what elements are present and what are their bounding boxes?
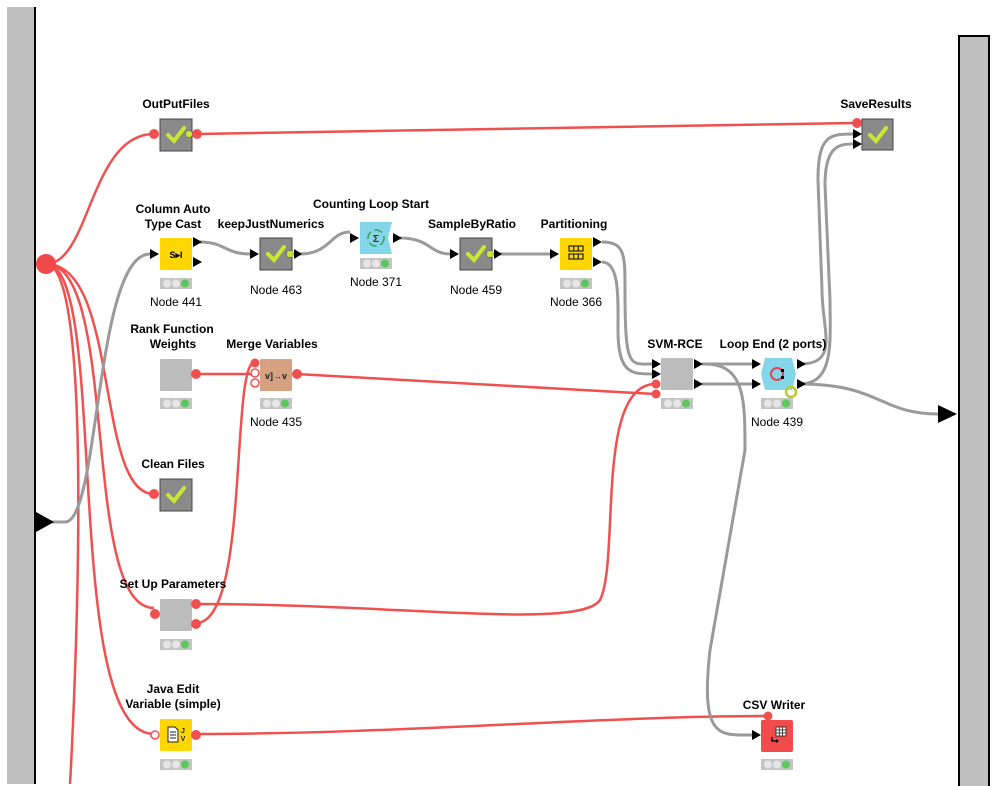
check-icon — [266, 245, 286, 264]
node-clean-files[interactable] — [149, 478, 193, 512]
node-keepjustnumerics[interactable] — [250, 237, 302, 271]
node-label-column-auto-type-cast-1: Column Auto — [135, 202, 211, 216]
conn-cls-sbr[interactable] — [399, 236, 451, 256]
node-label-svm-rce: SVM-RCE — [647, 337, 703, 351]
node-id-439: Node 439 — [750, 415, 804, 429]
loop-end-icon — [770, 367, 784, 381]
node-outputfiles[interactable] — [149, 118, 202, 152]
conn-catc-kjn[interactable] — [199, 240, 251, 256]
merge-variables-icon: v]→v — [265, 371, 287, 381]
metanode-input-bar — [7, 7, 36, 784]
node-samplebyratio[interactable] — [450, 237, 502, 271]
grid-icon — [568, 245, 584, 260]
type-cast-icon: S▸I — [169, 250, 182, 260]
node-label-column-auto-type-cast-2: Type Cast — [144, 217, 202, 231]
table-write-icon — [771, 726, 787, 743]
conn-svm-csv[interactable] — [704, 362, 753, 737]
node-column-auto-type-cast[interactable]: S▸I — [150, 237, 202, 289]
node-set-up-parameters[interactable] — [150, 599, 201, 650]
conn-part-svm-1[interactable] — [601, 240, 653, 366]
check-icon — [166, 486, 186, 505]
node-counting-loop-start[interactable]: Σ — [350, 222, 402, 269]
node-csv-writer[interactable] — [752, 711, 793, 771]
conn-le-out[interactable] — [799, 382, 939, 416]
node-label-set-up-parameters: Set Up Parameters — [119, 577, 227, 591]
svg-text:J: J — [181, 728, 185, 735]
conn-kjn-cls[interactable] — [299, 230, 351, 256]
node-loop-end[interactable] — [752, 358, 806, 409]
node-saveresults[interactable] — [852, 118, 894, 151]
status-traffic-light — [160, 278, 192, 289]
node-id-371: Node 371 — [349, 275, 403, 289]
conn-setup-svm[interactable] — [195, 382, 656, 616]
java-document-icon: J V — [167, 726, 186, 743]
node-id-441: Node 441 — [149, 295, 203, 309]
flow-variable-connections — [45, 121, 856, 784]
conn-le-save-1[interactable] — [799, 132, 854, 366]
conn-in-outputfiles[interactable] — [45, 132, 155, 266]
conn-outputfiles-saveresults[interactable] — [196, 121, 856, 136]
conn-le-save-2[interactable] — [799, 142, 854, 386]
status-traffic-light — [360, 258, 392, 269]
node-label-saveresults: SaveResults — [840, 97, 912, 111]
node-label-loop-end: Loop End (2 ports) — [719, 337, 827, 351]
node-label-keepjustnumerics: keepJustNumerics — [217, 217, 325, 231]
check-icon — [166, 126, 186, 145]
status-traffic-light — [560, 278, 592, 289]
status-traffic-light — [160, 759, 192, 770]
check-icon — [868, 126, 888, 145]
status-traffic-light — [661, 398, 693, 409]
status-traffic-light — [260, 398, 292, 409]
node-label-java-edit-variable-2: Variable (simple) — [125, 697, 221, 711]
node-label-outputfiles: OutPutFiles — [142, 97, 210, 111]
conn-mergevars-svm[interactable] — [295, 372, 656, 396]
conn-setup-mergevars[interactable] — [195, 360, 256, 625]
status-traffic-light — [160, 639, 192, 650]
node-label-java-edit-variable-1: Java Edit — [146, 682, 200, 696]
node-label-samplebyratio: SampleByRatio — [427, 217, 517, 231]
data-connections — [40, 132, 939, 737]
node-label-rank-function-weights-1: Rank Function — [130, 322, 214, 336]
node-label-csv-writer: CSV Writer — [742, 698, 806, 712]
node-rank-function-weights[interactable] — [160, 359, 201, 409]
node-partitioning[interactable] — [550, 237, 602, 289]
flow-variable-inport[interactable] — [36, 254, 56, 274]
node-id-435: Node 435 — [249, 415, 303, 429]
node-label-counting-loop-start: Counting Loop Start — [313, 197, 429, 211]
metanode-output-bar — [958, 35, 990, 786]
node-label-rank-function-weights-2: Weights — [149, 337, 197, 351]
node-merge-variables[interactable]: v]→v — [250, 358, 303, 410]
node-svm-rce[interactable] — [651, 358, 704, 409]
node-label-clean-files: Clean Files — [141, 457, 205, 471]
status-traffic-light — [761, 759, 793, 770]
node-id-366: Node 366 — [549, 295, 603, 309]
node-java-edit-variable[interactable]: J V — [150, 719, 201, 770]
conn-javaedit-csv[interactable] — [195, 714, 769, 736]
conn-in-cleanfiles[interactable] — [45, 262, 155, 496]
conn-in-extra[interactable] — [45, 262, 80, 784]
data-inport-arrow[interactable] — [36, 512, 54, 532]
svg-text:V: V — [181, 736, 186, 743]
loop-refresh-icon — [784, 385, 798, 399]
conn-in-catc[interactable] — [40, 252, 151, 524]
node-label-partitioning: Partitioning — [540, 217, 608, 231]
status-traffic-light — [761, 398, 793, 409]
conn-part-svm-2[interactable] — [601, 260, 653, 376]
node-id-459: Node 459 — [449, 283, 503, 297]
node-id-463: Node 463 — [249, 283, 303, 297]
node-label-merge-variables: Merge Variables — [226, 337, 318, 351]
status-traffic-light — [160, 398, 192, 409]
data-outport-arrow[interactable] — [938, 405, 957, 423]
sigma-icon: Σ — [373, 234, 379, 245]
conn-in-setup[interactable] — [45, 262, 155, 610]
check-icon — [466, 245, 486, 264]
conn-in-javaedit[interactable] — [45, 262, 155, 736]
